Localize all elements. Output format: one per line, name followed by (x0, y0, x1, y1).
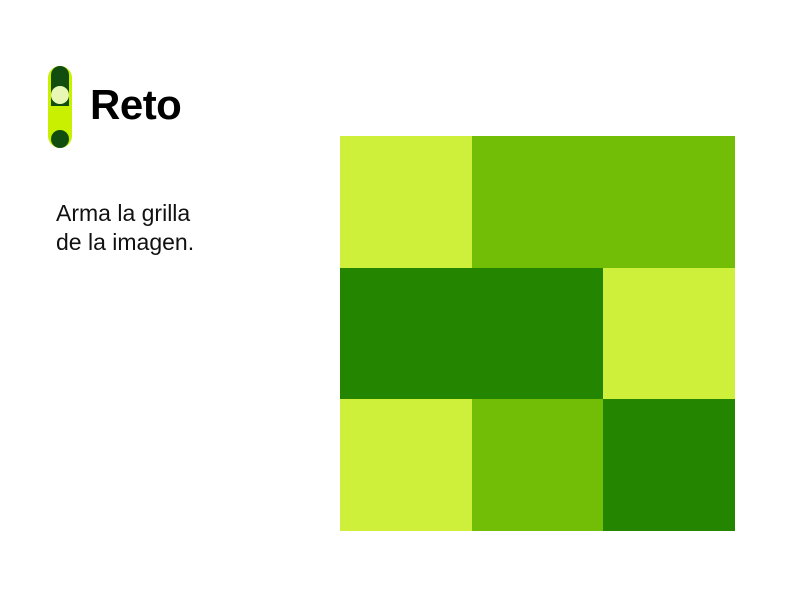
grid-cell (340, 267, 604, 400)
grid-cell (603, 399, 735, 531)
instructions-line-2: de la imagen. (56, 229, 195, 255)
grid-cell (471, 136, 735, 268)
instructions-line-1: Arma la grilla (56, 200, 191, 226)
grid-cell (340, 136, 472, 268)
page-title: Reto (90, 81, 182, 128)
grid-cell (603, 267, 735, 400)
target-grid (340, 136, 735, 531)
instructions-text: Arma la grilla de la imagen. (56, 199, 256, 257)
badge-light-dot (51, 86, 69, 104)
logo-badge-icon (48, 66, 72, 148)
grid-cell (340, 399, 472, 531)
grid-cell (471, 399, 604, 531)
badge-bottom-dot (51, 130, 69, 148)
